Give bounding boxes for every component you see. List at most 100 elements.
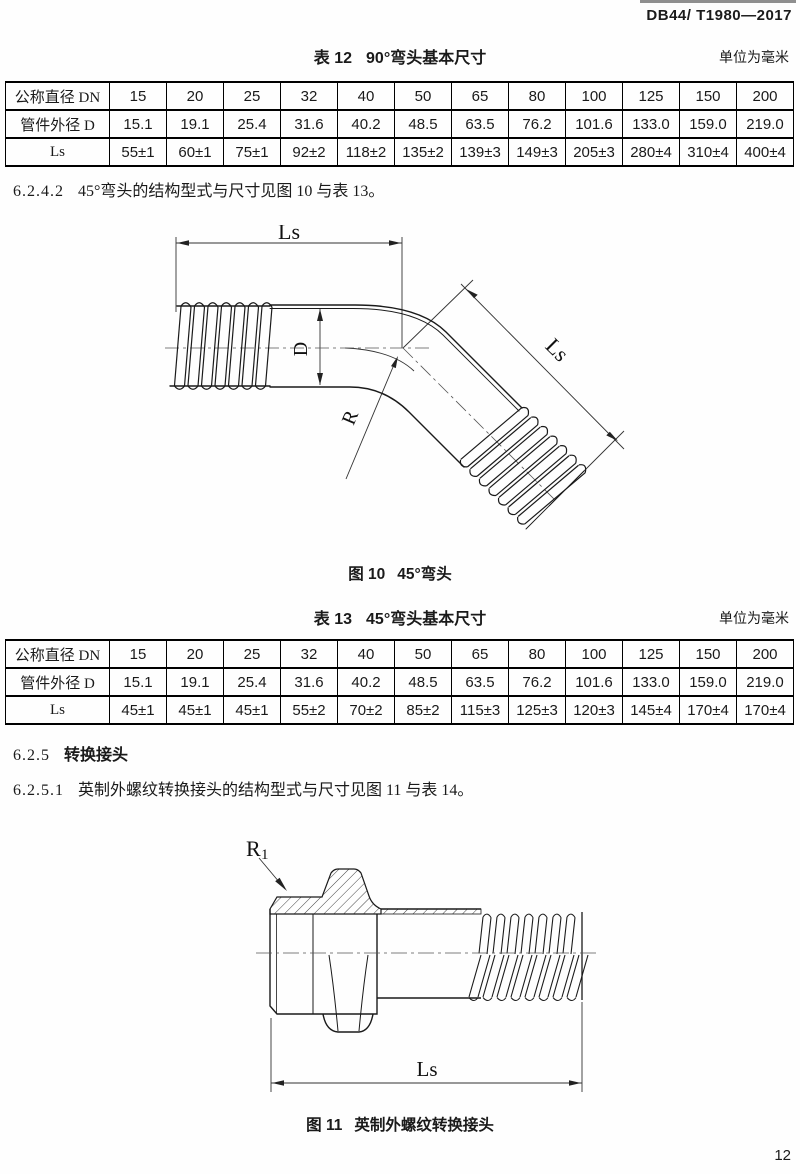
fig11-dim-r1-subscript: 1 <box>261 847 269 863</box>
fig10-diagonal-corrugations <box>457 400 589 532</box>
value-cell: 135±2 <box>394 137 452 167</box>
row-label-cell: 管件外径 D <box>5 667 110 697</box>
table13-label: 表 13 <box>313 611 353 628</box>
value-cell: 170±4 <box>736 695 794 725</box>
value-cell: 159.0 <box>679 667 737 697</box>
value-cell: 145±4 <box>622 695 680 725</box>
clause-number: 6.2.4.2 <box>13 183 64 200</box>
value-cell: 48.5 <box>394 667 452 697</box>
table12-label: 表 12 <box>313 50 353 67</box>
value-cell: 45±1 <box>109 695 167 725</box>
value-cell: 150 <box>679 81 737 111</box>
fig10-dim-ls-top-label: Ls <box>278 225 300 244</box>
value-cell: 19.1 <box>166 667 224 697</box>
value-cell: 280±4 <box>622 137 680 167</box>
value-cell: 63.5 <box>451 109 509 139</box>
value-cell: 20 <box>166 639 224 669</box>
value-cell: 75±1 <box>223 137 281 167</box>
value-cell: 80 <box>508 81 566 111</box>
value-cell: 70±2 <box>337 695 395 725</box>
value-cell: 101.6 <box>565 109 623 139</box>
fig10-pipe-outline <box>169 304 585 530</box>
value-cell: 125 <box>622 81 680 111</box>
row-label-cell: 管件外径 D <box>5 109 110 139</box>
value-cell: 25.4 <box>223 667 281 697</box>
row-label-cell: Ls <box>5 137 110 167</box>
value-cell: 118±2 <box>337 137 395 167</box>
fig11-dim-ls-label: Ls <box>417 1057 438 1081</box>
row-label-cell: 公称直径 DN <box>5 639 110 669</box>
figure10-45-elbow-drawing: Ls D R Ls <box>165 225 625 532</box>
figure10-caption-text: 45°弯头 <box>397 566 452 583</box>
value-cell: 200 <box>736 81 794 111</box>
value-cell: 149±3 <box>508 137 566 167</box>
value-cell: 40.2 <box>337 109 395 139</box>
value-cell: 65 <box>451 81 509 111</box>
table12-title: 90°弯头基本尺寸 <box>366 50 487 67</box>
value-cell: 100 <box>565 639 623 669</box>
fig11-body-outline <box>269 908 481 1015</box>
value-cell: 40 <box>337 81 395 111</box>
clause-heading: 转换接头 <box>64 747 129 764</box>
fig11-arrowheads <box>272 877 581 1086</box>
value-cell: 63.5 <box>451 667 509 697</box>
clause-text: 英制外螺纹转换接头的结构型式与尺寸见图 11 与表 14。 <box>78 782 474 799</box>
figure11-caption-text: 英制外螺纹转换接头 <box>354 1117 494 1134</box>
value-cell: 45±1 <box>223 695 281 725</box>
value-cell: 32 <box>280 81 338 111</box>
table12-unit-label: 单位为毫米 <box>719 51 789 66</box>
value-cell: 150 <box>679 639 737 669</box>
clause-number: 6.2.5 <box>13 747 50 764</box>
clause-text: 45°弯头的结构型式与尺寸见图 10 与表 13。 <box>78 183 385 200</box>
value-cell: 219.0 <box>736 667 794 697</box>
value-cell: 25.4 <box>223 109 281 139</box>
clause-6-2-5: 6.2.5 转换接头 <box>13 741 128 765</box>
value-cell: 159.0 <box>679 109 737 139</box>
value-cell: 80 <box>508 639 566 669</box>
fig11-hatched-section <box>269 868 382 915</box>
table13-title: 45°弯头基本尺寸 <box>366 611 487 628</box>
value-cell: 25 <box>223 639 281 669</box>
clause-number: 6.2.5.1 <box>13 782 64 799</box>
value-cell: 55±2 <box>280 695 338 725</box>
fig10-dim-d-label: D <box>290 342 312 356</box>
value-cell: 31.6 <box>280 109 338 139</box>
value-cell: 32 <box>280 639 338 669</box>
value-cell: 19.1 <box>166 109 224 139</box>
value-cell: 120±3 <box>565 695 623 725</box>
value-cell: 125±3 <box>508 695 566 725</box>
value-cell: 15 <box>109 639 167 669</box>
doc-code: DB44/ T1980—2017 <box>646 7 792 24</box>
figure11-adapter-drawing: R 1 Ls <box>246 836 600 1092</box>
value-cell: 85±2 <box>394 695 452 725</box>
fig10-arrowheads <box>177 240 618 441</box>
value-cell: 48.5 <box>394 109 452 139</box>
value-cell: 15.1 <box>109 667 167 697</box>
fig11-corrugations <box>468 912 589 1002</box>
table13-unit-label: 单位为毫米 <box>719 612 789 627</box>
value-cell: 60±1 <box>166 137 224 167</box>
value-cell: 133.0 <box>622 109 680 139</box>
fig10-dim-r-label: R <box>338 407 364 428</box>
value-cell: 65 <box>451 639 509 669</box>
value-cell: 92±2 <box>280 137 338 167</box>
clause-6-2-4-2: 6.2.4.2 45°弯头的结构型式与尺寸见图 10 与表 13。 <box>13 177 384 201</box>
value-cell: 15.1 <box>109 109 167 139</box>
figure11-caption: 图 11 英制外螺纹转换接头 <box>0 1113 800 1135</box>
value-cell: 310±4 <box>679 137 737 167</box>
value-cell: 55±1 <box>109 137 167 167</box>
fig11-hex-nut <box>322 954 374 1033</box>
fig11-wall-strip <box>380 908 482 915</box>
value-cell: 101.6 <box>565 667 623 697</box>
value-cell: 205±3 <box>565 137 623 167</box>
value-cell: 133.0 <box>622 667 680 697</box>
figure11-label: 图 11 <box>306 1117 343 1134</box>
value-cell: 219.0 <box>736 109 794 139</box>
